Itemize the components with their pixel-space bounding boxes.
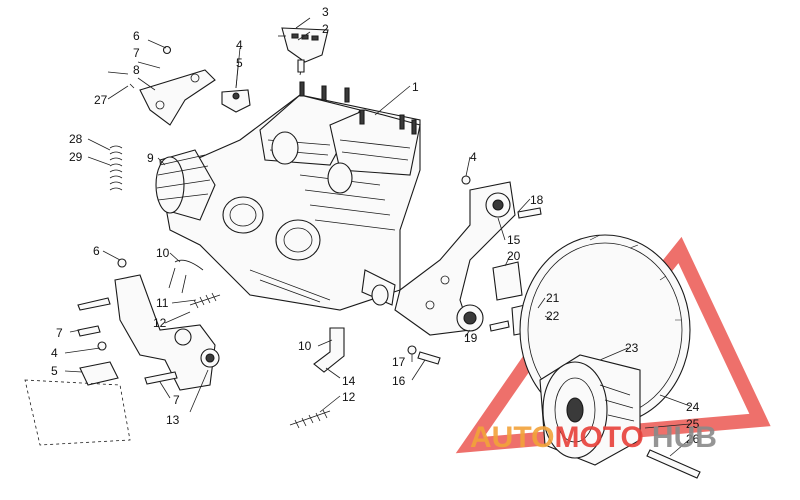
callout-5-top: 5: [236, 56, 243, 70]
callout-22: 22: [546, 309, 560, 323]
spring-set: [109, 145, 123, 191]
callout-13: 13: [166, 413, 180, 427]
callout-1: 1: [412, 80, 419, 94]
watermark-text: AUTOMOTO HUB: [470, 421, 717, 454]
callout-11: 11: [156, 296, 169, 310]
callout-20: 20: [507, 249, 521, 263]
lower-mount-bracket: [77, 258, 220, 391]
callout-10-low: 10: [298, 339, 312, 353]
watermark-moto: MOTO: [554, 421, 643, 454]
upper-mount-bracket: [107, 45, 251, 126]
callout-18: 18: [530, 193, 544, 207]
callout-3: 3: [322, 5, 329, 19]
callout-25: 25: [686, 417, 700, 431]
callout-6-top: 6: [133, 29, 140, 43]
callout-26: 26: [686, 432, 700, 446]
rubber-mount-lower: [24, 341, 131, 446]
callout-19: 19: [464, 331, 478, 345]
callout-4-top: 4: [236, 38, 243, 52]
callout-6-mid: 6: [93, 244, 100, 258]
callout-23: 23: [625, 341, 639, 355]
starter-handle: [278, 27, 329, 76]
callout-labels: 1 2 3 4 5 6 7 8 27 28 29 9 6 10 11 12 7 …: [51, 5, 700, 446]
callout-17: 17: [392, 355, 406, 369]
callout-28: 28: [69, 132, 83, 146]
drive-clutch-assembly: [519, 234, 701, 479]
callout-7-mid: 7: [56, 326, 63, 340]
callout-16: 16: [392, 374, 406, 388]
callout-27: 27: [94, 93, 108, 107]
callout-29: 29: [69, 150, 83, 164]
callout-7-low: 7: [173, 393, 180, 407]
callout-7-top: 7: [133, 46, 140, 60]
callout-24: 24: [686, 400, 700, 414]
callout-14: 14: [342, 374, 356, 388]
callout-21: 21: [546, 291, 560, 305]
callout-4-mid: 4: [51, 346, 58, 360]
callout-2: 2: [322, 22, 329, 36]
engine-block: [159, 81, 421, 311]
callout-10-mid: 10: [156, 246, 170, 260]
hoses-and-springs: [168, 259, 345, 429]
callout-9: 9: [147, 151, 154, 165]
recoil-starter: [155, 149, 216, 221]
watermark-hub: HUB: [652, 421, 717, 454]
leader-lines: [64, 17, 691, 457]
callout-8: 8: [133, 63, 140, 77]
watermark-auto: AUTO: [470, 421, 554, 454]
callout-15: 15: [507, 233, 521, 247]
callout-12-low: 12: [342, 390, 356, 404]
callout-5-low: 5: [51, 364, 58, 378]
callout-12-mid: 12: [153, 316, 167, 330]
callout-4-right: 4: [470, 150, 477, 164]
